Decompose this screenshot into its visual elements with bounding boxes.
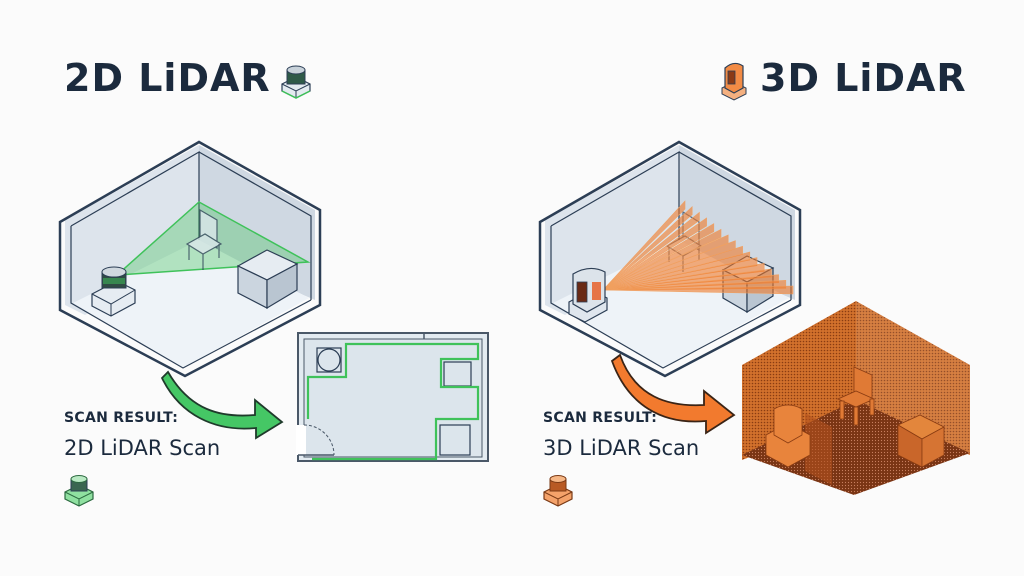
scan-ray	[602, 211, 700, 291]
scan-ray	[602, 217, 707, 291]
point-cloud-result	[742, 301, 970, 495]
scan-result-label-2d: SCAN RESULT:	[64, 410, 179, 426]
lidar-3d-result-icon	[543, 475, 573, 507]
scan-rays	[602, 200, 794, 295]
scan-ray	[602, 223, 715, 291]
scan-ray	[602, 200, 686, 291]
title-2d-lidar: 2D LiDAR	[64, 56, 271, 100]
room-2d-scene	[58, 140, 322, 378]
floor-plan-result	[296, 332, 489, 462]
point-cloud-chair	[837, 366, 875, 426]
point-cloud-box	[897, 414, 945, 468]
arrow-to-2d-result	[160, 370, 284, 440]
scan-ray	[602, 205, 693, 291]
scan-name-3d: 3D LiDAR Scan	[543, 436, 700, 460]
arrow-to-3d-result	[610, 353, 736, 435]
box	[236, 249, 299, 310]
lidar-2d-result-icon	[64, 475, 94, 507]
title-3d-lidar: 3D LiDAR	[760, 56, 967, 100]
lidar-3d-sensor	[568, 267, 608, 323]
scan-ray	[602, 228, 722, 291]
room-3d-scene	[538, 140, 802, 378]
scan-result-label-3d: SCAN RESULT:	[543, 410, 658, 426]
lidar-3d-title-icon	[721, 62, 747, 101]
room-left-wall	[65, 145, 199, 315]
scan-ray	[602, 285, 794, 295]
lidar-2d-sensor	[91, 266, 136, 317]
scan-outline	[306, 342, 480, 461]
scan-name-2d: 2D LiDAR Scan	[64, 436, 221, 460]
point-cloud-floor	[742, 400, 970, 495]
point-cloud-sensor	[765, 404, 811, 468]
chair	[185, 208, 223, 270]
lidar-2d-title-icon	[281, 65, 311, 99]
